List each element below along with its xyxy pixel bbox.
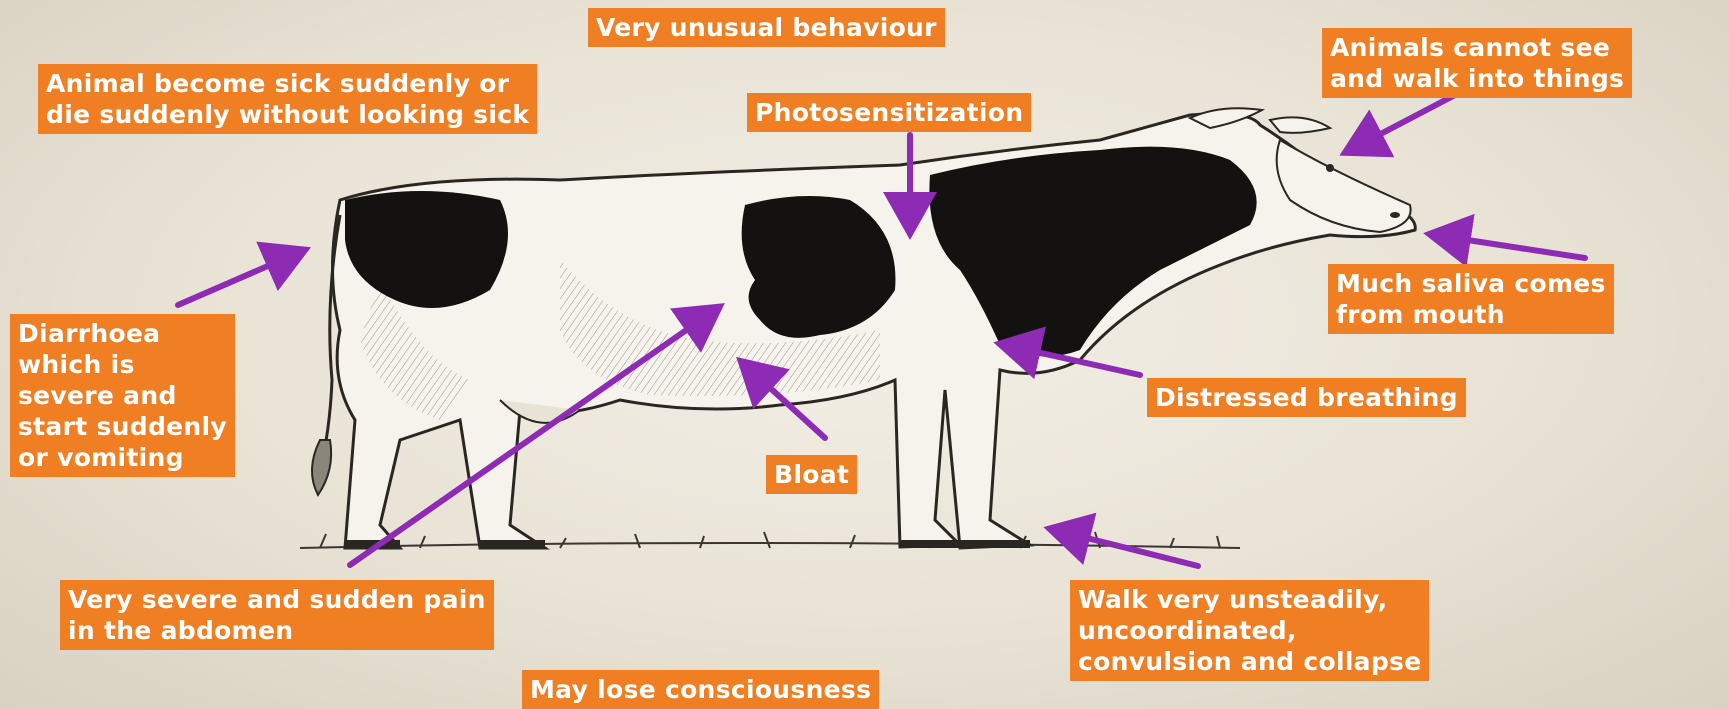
label-walk-unsteadily: Walk very unsteadily, uncoordinated, con… — [1070, 580, 1429, 681]
arrow-cannot-see — [1350, 95, 1455, 150]
label-lose-consciousness: May lose consciousness — [522, 670, 879, 709]
label-saliva: Much saliva comes from mouth — [1328, 264, 1614, 334]
cow-drawing — [312, 108, 1415, 548]
label-distressed-breathing: Distressed breathing — [1147, 378, 1466, 417]
label-diarrhoea: Diarrhoea which is severe and start sudd… — [10, 314, 235, 477]
label-photosensitization: Photosensitization — [747, 93, 1031, 132]
arrow-saliva — [1435, 235, 1585, 258]
label-bloat: Bloat — [766, 455, 857, 494]
label-abdomen-pain: Very severe and sudden pain in the abdom… — [60, 580, 494, 650]
arrow-diarrhoea — [178, 252, 300, 305]
label-very-unusual-behaviour: Very unusual behaviour — [588, 8, 945, 47]
label-cannot-see: Animals cannot see and walk into things — [1322, 28, 1632, 98]
arrow-walk-unsteadily — [1055, 530, 1198, 566]
label-sick-suddenly: Animal become sick suddenly or die sudde… — [38, 64, 537, 134]
